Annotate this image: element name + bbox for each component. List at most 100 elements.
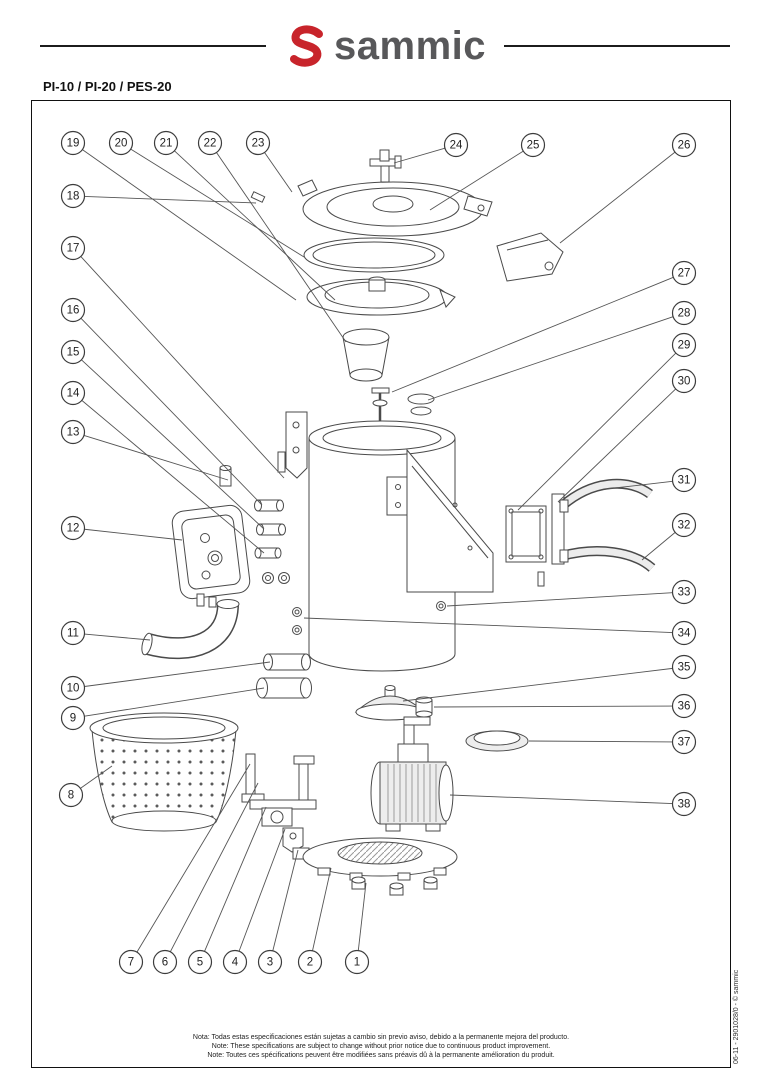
callout-9: 9 (60, 687, 265, 731)
svg-text:14: 14 (67, 388, 80, 400)
svg-text:9: 9 (70, 713, 76, 725)
svg-text:28: 28 (678, 308, 691, 320)
svg-text:37: 37 (678, 737, 691, 749)
callout-6: 6 (152, 782, 259, 975)
callout-5: 5 (187, 806, 267, 975)
callout-7: 7 (118, 763, 251, 975)
svg-text:22: 22 (204, 138, 217, 150)
svg-text:12: 12 (67, 523, 80, 535)
part-motor (370, 716, 454, 832)
svg-text:30: 30 (678, 376, 691, 388)
callout-8: 8 (58, 765, 113, 808)
callout-36: 36 (433, 693, 697, 719)
svg-text:4: 4 (232, 957, 239, 969)
note-en: Note: These specifications are subject t… (211, 1043, 551, 1050)
part-side-plate (505, 505, 547, 563)
svg-text:17: 17 (67, 243, 80, 255)
callout-34: 34 (303, 617, 697, 646)
part-feet (351, 876, 438, 896)
svg-text:32: 32 (678, 520, 691, 532)
svg-text:11: 11 (67, 628, 79, 640)
callout-16: 16 (60, 297, 263, 506)
part-support-gusset (406, 448, 494, 593)
callout-35: 35 (402, 654, 697, 702)
callout-29: 29 (517, 332, 697, 511)
callout-18: 18 (60, 183, 257, 209)
part-gasket (303, 237, 445, 273)
callout-3: 3 (257, 849, 299, 975)
part-bolts (292, 571, 545, 635)
svg-text:13: 13 (67, 427, 80, 439)
svg-text:27: 27 (678, 268, 691, 280)
footer-notes: Nota: Todas estas especificaciones están… (31, 1033, 731, 1060)
svg-text:18: 18 (67, 191, 80, 203)
svg-text:25: 25 (527, 140, 540, 152)
svg-text:16: 16 (67, 305, 80, 317)
svg-text:34: 34 (678, 628, 691, 640)
svg-text:2: 2 (307, 957, 313, 969)
svg-text:6: 6 (162, 957, 168, 969)
callout-26: 26 (559, 132, 697, 244)
svg-text:26: 26 (678, 140, 691, 152)
svg-text:15: 15 (67, 347, 80, 359)
callout-17: 17 (60, 235, 285, 479)
callout-1: 1 (344, 882, 370, 975)
part-baseplate (302, 837, 458, 881)
callout-13: 13 (60, 419, 229, 481)
callout-24: 24 (393, 132, 469, 164)
note-es: Nota: Todas estas especificaciones están… (192, 1034, 570, 1041)
revision-side-text: 06-11 - 2901028/0 - © sammic (733, 969, 740, 1064)
callout-37: 37 (528, 729, 697, 755)
part-sleeves (256, 653, 312, 699)
header-rule-right (504, 45, 731, 47)
callout-32: 32 (641, 512, 697, 561)
page-header: sammic (40, 20, 731, 72)
svg-text:35: 35 (678, 662, 691, 674)
part-lid (250, 179, 493, 237)
svg-text:8: 8 (68, 790, 74, 802)
svg-text:5: 5 (197, 957, 203, 969)
part-dome (354, 685, 426, 721)
callout-38: 38 (449, 791, 697, 817)
callout-11: 11 (60, 620, 151, 646)
svg-text:36: 36 (678, 701, 691, 713)
callout-19: 19 (60, 130, 297, 301)
svg-text:24: 24 (450, 140, 463, 152)
callout-25: 25 (429, 132, 546, 211)
part-basket (89, 712, 239, 832)
note-fr: Note: Toutes ces spécifications peuvent … (207, 1052, 555, 1059)
callout-10: 10 (60, 661, 271, 701)
callout-31: 31 (605, 467, 697, 493)
part-lower-cover (306, 276, 456, 316)
part-hopper (342, 328, 390, 382)
header-rule-left (40, 45, 267, 47)
callout-14: 14 (60, 380, 265, 554)
svg-text:21: 21 (160, 138, 173, 150)
part-backplate (171, 504, 251, 608)
part-plug (415, 696, 433, 718)
callout-12: 12 (60, 515, 183, 541)
svg-text:1: 1 (354, 957, 360, 969)
callout-4: 4 (222, 828, 286, 975)
svg-text:29: 29 (678, 340, 691, 352)
sammic-s-icon (290, 25, 324, 67)
callout-28: 28 (427, 300, 697, 401)
brand-name: sammic (334, 24, 486, 68)
callout-33: 33 (446, 579, 697, 607)
sammic-logo: sammic (280, 24, 490, 68)
part-dish (465, 730, 529, 752)
svg-text:20: 20 (115, 138, 128, 150)
part-handles (551, 478, 656, 572)
callout-22: 22 (197, 130, 347, 343)
callout-23: 23 (245, 130, 293, 193)
part-chute (496, 232, 564, 282)
svg-text:19: 19 (67, 138, 80, 150)
svg-text:33: 33 (678, 587, 691, 599)
part-elbow-pipe (141, 599, 240, 660)
drawing-frame (31, 100, 731, 1068)
part-coupling (261, 807, 293, 827)
svg-text:7: 7 (128, 957, 134, 969)
callout-27: 27 (391, 260, 697, 393)
